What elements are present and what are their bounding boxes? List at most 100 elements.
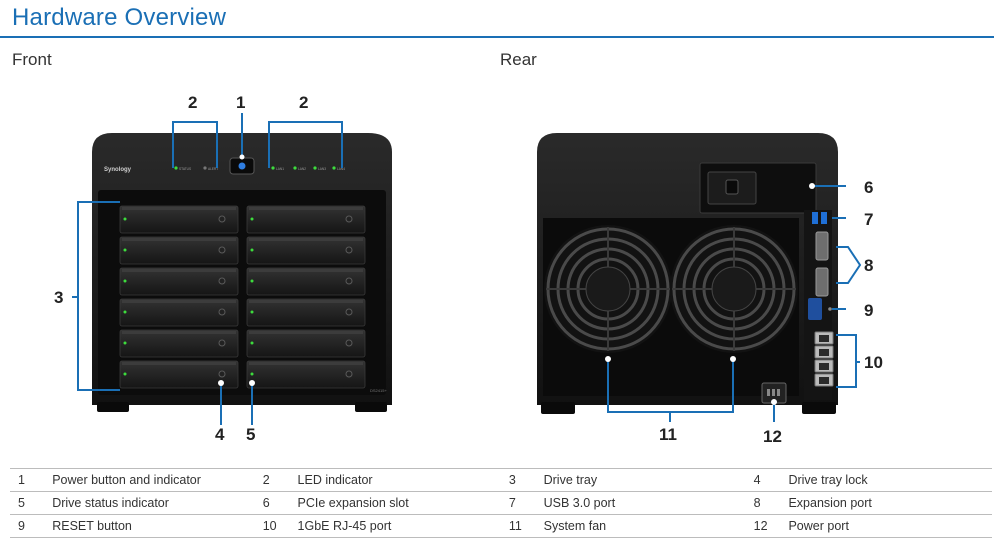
drive-status-led-icon	[250, 310, 254, 314]
legend-row: 5 Drive status indicator 6 PCIe expansio…	[10, 491, 992, 515]
callout-line-8	[836, 246, 862, 284]
callout-1: 1	[236, 93, 245, 112]
legend-number: 2	[254, 468, 290, 492]
tray-lock-icon	[218, 339, 226, 347]
legend-label: USB 3.0 port	[535, 491, 746, 515]
callout-line-2-left	[172, 121, 218, 168]
front-foot-right	[355, 402, 387, 412]
callout-dot-1	[239, 154, 245, 160]
callout-dot-5	[249, 380, 255, 386]
legend-number: 4	[745, 468, 781, 492]
tray-lock-icon	[345, 308, 353, 316]
callout-6: 6	[864, 178, 873, 197]
callout-9: 9	[864, 301, 873, 320]
callout-dot-11b	[730, 356, 736, 362]
brand-logo: Synology	[104, 167, 132, 173]
callout-4: 4	[215, 425, 225, 444]
legend-number: 9	[10, 514, 45, 538]
callout-dot-6	[809, 183, 815, 189]
tray-lock-icon	[218, 215, 226, 223]
callout-7: 7	[864, 210, 873, 229]
front-heading: Front	[12, 50, 52, 69]
legend-label: PCIe expansion slot	[289, 491, 501, 515]
lan-ports	[814, 331, 834, 387]
reset-button[interactable]	[828, 307, 832, 311]
led-indicator-icon	[203, 166, 207, 170]
tray-lock-icon	[345, 215, 353, 223]
legend-number: 12	[745, 514, 781, 538]
front-led-indicators: STATUS ALERT LAN1 LAN2 LAN3 LAN4	[174, 166, 345, 171]
console-port	[808, 298, 822, 320]
callout-dot-11a	[605, 356, 611, 362]
callout-dot-12	[771, 399, 777, 405]
drive-tray	[246, 236, 366, 265]
tray-lock-icon	[218, 246, 226, 254]
led-indicator-icon	[293, 166, 297, 170]
legend-number: 3	[500, 468, 536, 492]
led-indicator-label: STATUS	[179, 167, 191, 171]
expansion-port-1[interactable]	[815, 231, 829, 261]
legend-number: 6	[254, 491, 290, 515]
legend-label: 1GbE RJ-45 port	[289, 514, 501, 538]
led-indicator-label: LAN4	[337, 167, 345, 171]
drive-status-led-icon	[123, 372, 127, 376]
tray-lock-icon	[218, 277, 226, 285]
tray-lock-icon	[345, 339, 353, 347]
rear-foot-right	[802, 402, 836, 414]
drive-status-led-icon	[123, 310, 127, 314]
drive-status-led-icon	[123, 248, 127, 252]
legend-number: 8	[745, 491, 781, 515]
callout-11: 11	[659, 425, 677, 444]
fan-icon	[544, 225, 672, 353]
legend-label: System fan	[535, 514, 746, 538]
drive-status-led-icon	[250, 341, 254, 345]
drive-tray	[246, 205, 366, 234]
callout-line-2-right	[268, 121, 343, 168]
callout-3: 3	[54, 288, 63, 307]
drive-tray	[119, 329, 239, 358]
legend-number: 7	[500, 491, 536, 515]
expansion-port-2[interactable]	[815, 267, 829, 297]
led-indicator-label: ALERT	[208, 167, 218, 171]
led-indicator-label: LAN1	[276, 167, 284, 171]
legend-label: Drive status indicator	[44, 491, 255, 515]
system-fans	[544, 225, 798, 353]
drive-tray	[119, 360, 239, 389]
legend-label: Drive tray	[535, 468, 746, 492]
drive-status-led-icon	[123, 279, 127, 283]
led-indicator-label: LAN2	[298, 167, 306, 171]
usb-port-2[interactable]	[821, 212, 827, 224]
legend-number: 1	[10, 468, 45, 492]
callout-8: 8	[864, 256, 873, 275]
callout-line-10	[836, 334, 857, 388]
usb-port-1[interactable]	[812, 212, 818, 224]
drive-tray	[119, 267, 239, 296]
tray-lock-icon	[345, 277, 353, 285]
legend-number: 11	[500, 514, 536, 538]
drive-status-led-icon	[250, 248, 254, 252]
power-indicator-icon	[238, 162, 246, 170]
legend-table: 1 Power button and indicator 2 LED indic…	[10, 468, 992, 538]
drive-tray	[246, 298, 366, 327]
legend-number: 10	[254, 514, 290, 538]
tray-lock-icon	[345, 246, 353, 254]
tray-lock-icon	[218, 370, 226, 378]
legend-label: LED indicator	[289, 468, 501, 492]
drive-tray	[246, 267, 366, 296]
tray-lock-icon	[345, 370, 353, 378]
callout-10: 10	[864, 353, 883, 372]
legend-number: 5	[10, 491, 45, 515]
legend-label: Power port	[780, 514, 992, 538]
drive-status-led-icon	[250, 279, 254, 283]
drive-tray	[119, 236, 239, 265]
title-divider	[0, 36, 994, 38]
drive-tray	[119, 298, 239, 327]
drive-tray	[119, 205, 239, 234]
legend-label: Drive tray lock	[780, 468, 992, 492]
legend-row: 9 RESET button 10 1GbE RJ-45 port 11 Sys…	[10, 514, 992, 538]
led-indicator-icon	[313, 166, 317, 170]
callout-dot-4	[218, 380, 224, 386]
led-indicator-label: LAN3	[318, 167, 326, 171]
legend-label: Expansion port	[780, 491, 992, 515]
